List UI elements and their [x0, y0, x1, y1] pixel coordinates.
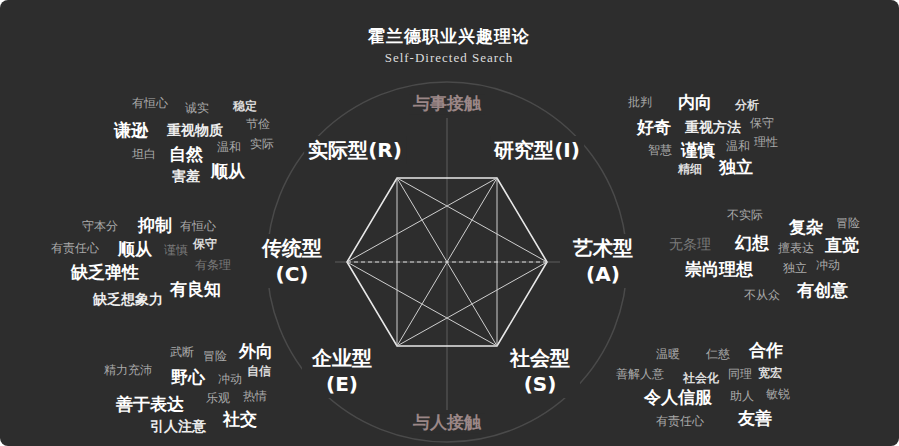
- trait-word: 不实际: [727, 209, 763, 223]
- trait-word: 温和: [726, 140, 750, 154]
- horizontal-axis: [335, 262, 560, 263]
- trait-word: 崇尚理想: [685, 260, 753, 280]
- dashed-line: [347, 262, 547, 263]
- trait-word: 自信: [247, 365, 271, 379]
- trait-word: 顺从: [118, 240, 152, 260]
- trait-word: 内向: [678, 93, 712, 113]
- type-label: 研究型(I): [490, 136, 584, 164]
- axis-label: 与人接触: [409, 413, 485, 433]
- trait-word: 宽宏: [758, 367, 782, 381]
- trait-word: 害羞: [172, 168, 200, 184]
- trait-word: 社交: [223, 410, 257, 430]
- trait-word: 同理: [728, 368, 752, 382]
- trait-word: 令人信服: [644, 388, 712, 408]
- trait-word: 野心: [171, 368, 205, 388]
- trait-word: 外向: [239, 342, 273, 362]
- trait-word: 智慧: [648, 144, 672, 158]
- trait-word: 重视方法: [685, 119, 741, 135]
- trait-word: 诚实: [185, 102, 209, 116]
- trait-word: 合作: [749, 341, 783, 361]
- subtitle: Self-Directed Search: [385, 51, 514, 66]
- trait-word: 独立: [783, 262, 807, 276]
- trait-word: 仁慈: [706, 348, 730, 362]
- trait-word: 无条理: [669, 236, 711, 252]
- trait-word: 理性: [754, 136, 778, 150]
- trait-word: 助人: [730, 390, 754, 404]
- trait-word: 好奇: [637, 118, 671, 138]
- trait-word: 冒险: [203, 350, 227, 364]
- trait-word: 精细: [678, 163, 702, 177]
- trait-word: 直觉: [825, 236, 859, 256]
- trait-word: 温和: [217, 141, 241, 155]
- trait-word: 精力充沛: [104, 364, 152, 378]
- trait-word: 有条理: [195, 259, 231, 273]
- trait-word: 缺乏想象力: [93, 291, 163, 307]
- trait-word: 实际: [250, 138, 274, 152]
- vertical-axis: [447, 118, 448, 410]
- trait-word: 冒险: [836, 217, 860, 231]
- axis-label: 与事接触: [409, 94, 485, 114]
- trait-word: 有责任心: [656, 415, 704, 429]
- type-label: 传统型 (C): [252, 234, 332, 288]
- trait-word: 擅表达: [778, 242, 814, 256]
- trait-word: 顺从: [211, 162, 245, 182]
- trait-word: 不从众: [744, 289, 780, 303]
- type-label: 企业型 (E): [302, 344, 382, 398]
- trait-word: 重视物质: [167, 122, 223, 138]
- hexagon: [347, 178, 547, 346]
- trait-word: 谨慎: [164, 244, 188, 258]
- trait-word: 有恒心: [180, 220, 216, 234]
- trait-word: 保守: [193, 238, 217, 252]
- trait-word: 独立: [719, 158, 753, 178]
- trait-word: 抑制: [138, 216, 172, 236]
- type-label: 艺术型 (A): [563, 234, 643, 288]
- trait-word: 善解人意: [616, 368, 664, 382]
- trait-word: 敏锐: [766, 388, 790, 402]
- trait-word: 社会化: [683, 372, 719, 386]
- trait-word: 谦逊: [114, 121, 148, 141]
- trait-word: 冲动: [218, 373, 242, 387]
- trait-word: 乐观: [206, 392, 230, 406]
- trait-word: 坦白: [132, 148, 156, 162]
- trait-word: 冲动: [816, 259, 840, 273]
- trait-word: 友善: [738, 409, 772, 429]
- trait-word: 有责任心: [51, 242, 99, 256]
- trait-word: 缺乏弹性: [71, 263, 139, 283]
- trait-word: 有良知: [170, 280, 221, 300]
- trait-word: 守本分: [82, 220, 118, 234]
- trait-word: 温暖: [656, 348, 680, 362]
- trait-word: 分析: [735, 99, 759, 113]
- type-label: 社会型 (S): [500, 344, 580, 398]
- trait-word: 节俭: [246, 118, 270, 132]
- type-label: 实际型(R): [304, 136, 406, 164]
- trait-word: 有创意: [797, 281, 848, 301]
- trait-word: 自然: [169, 145, 203, 165]
- trait-word: 有恒心: [132, 97, 168, 111]
- trait-word: 热情: [243, 390, 267, 404]
- trait-word: 稳定: [233, 100, 257, 114]
- trait-word: 谨慎: [681, 141, 715, 161]
- trait-word: 善于表达: [116, 395, 184, 415]
- trait-word: 批判: [628, 96, 652, 110]
- trait-word: 引人注意: [150, 418, 206, 434]
- trait-word: 保守: [750, 117, 774, 131]
- trait-word: 武断: [170, 346, 194, 360]
- diagram-title: 霍兰德职业兴趣理论: [368, 27, 530, 47]
- trait-word: 复杂: [789, 218, 823, 238]
- trait-word: 幻想: [735, 234, 769, 254]
